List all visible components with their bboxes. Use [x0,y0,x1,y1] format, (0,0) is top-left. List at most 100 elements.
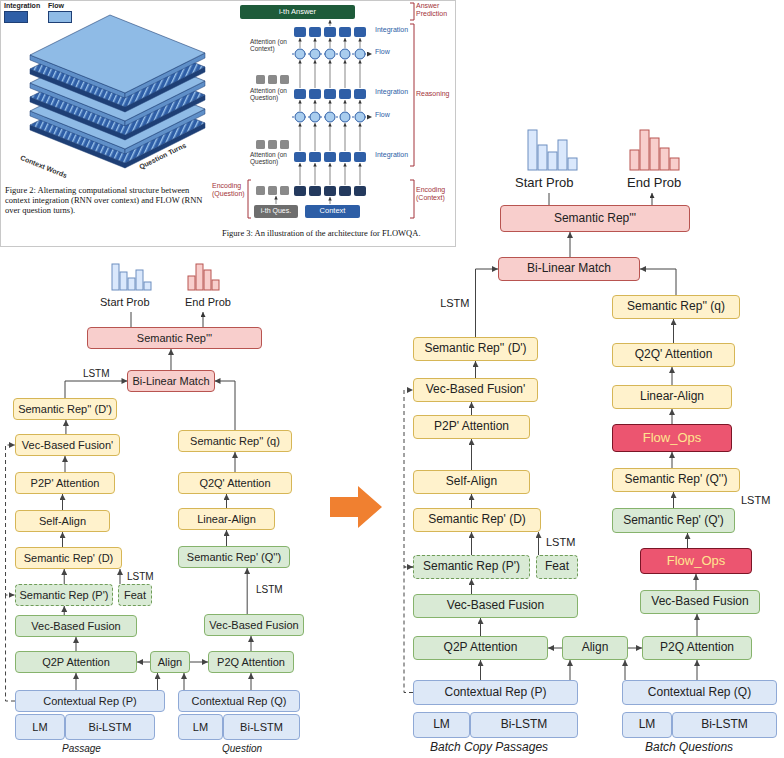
node-text: Bi-Linear Match [527,262,611,276]
node-text: Semantic Rep' (Q') [623,514,724,528]
end-prob-histogram [188,264,219,290]
integration-cell [354,89,366,99]
arrow-connector [120,569,121,584]
arrow-connector [673,492,674,508]
node-text: Semantic Rep' (Q'') [625,473,728,487]
integration-cell [339,89,351,99]
node-text: Align [582,641,609,655]
process-box: Self-Align [413,470,530,494]
flow-layer [30,15,205,93]
layer-arrow [360,163,361,185]
node-text: Vec-Based Fusion' [22,439,113,452]
node-text: Linear-Align [640,390,704,404]
arrow-connector [628,648,642,649]
arrow-connector [247,568,248,614]
arrow-connector [64,606,65,615]
arrow-connector [226,530,227,546]
context-cell [354,186,366,196]
histogram-bar [196,264,203,290]
arrow-connector [697,660,698,680]
arrow-connector [672,452,673,468]
node-text: Semantic Rep (P') [20,589,109,602]
process-box: Semantic Rep'' (D') [413,337,538,361]
node-text: LM [32,721,47,734]
context-cell [309,186,321,196]
histogram-bar [212,280,219,290]
process-box: Bi-LSTM [672,712,777,738]
process-box: Align [562,636,628,660]
histogram-bar [568,158,577,170]
flow-cell [310,49,320,59]
process-box: Align [150,651,190,673]
node-text: P2Q Attention [660,641,734,655]
legend-label: Flow [48,2,64,9]
edge-label: LSTM [81,368,112,379]
text-label: Start Prob [515,176,574,191]
node-text: Bi-LSTM [89,721,132,734]
arrow-connector [672,367,673,385]
histogram-bar [558,140,567,170]
integration-cell [294,89,306,99]
flow-cell [325,112,335,122]
layer-arrow [330,197,331,204]
process-box: Bi-LSTM [65,714,155,740]
question-cell [256,75,265,84]
flow-cell [310,112,320,122]
integration-cell [309,89,321,99]
process-box: Semantic Rep' (Q'') [178,546,290,568]
process-box: Self-Align [15,510,110,532]
process-box: Semantic Rep' (D) [413,508,541,532]
flow-cell [325,49,335,59]
flow-cell [355,49,365,59]
text-label: Reasoning [416,90,454,98]
arrow-connector [570,660,571,680]
node-text: LM [639,718,656,732]
layer-arrow [345,100,346,111]
text-label: Integration [375,88,408,96]
process-box: Vec-Based Fusion [15,615,137,637]
histogram-bar [188,276,195,290]
histogram-bar [670,158,679,170]
layer-arrow [330,100,331,111]
layer-arrow [360,123,361,151]
text-label: Batch Questions [645,741,733,755]
process-box: Semantic Rep' (D) [15,547,122,569]
arrow-connector [6,445,15,595]
node-text: Align [158,656,182,669]
node-text: Self-Align [446,475,497,489]
arrow-connector [62,494,63,510]
node-text: Feat [545,560,569,574]
question-cell [268,75,277,84]
process-box: Vec-Based Fusion [413,594,578,618]
histogram-bar [136,270,143,290]
process-box: P2Q Attention [208,651,294,673]
text-label: Batch Copy Passages [430,741,548,755]
end-prob-histogram [630,130,679,170]
text-label: Flow [375,111,390,119]
layer-arrow [345,163,346,185]
figure-panel [1,1,456,247]
layer-arrow [330,123,331,151]
output-arrow [131,312,203,327]
text-label: Integration [375,151,408,159]
arrow-connector [65,456,66,472]
process-box: Q2Q' Attention [612,343,735,367]
layer-arrow [300,163,301,185]
arrow-connector [471,532,472,555]
arrow-connector [251,673,252,690]
layer-arrow [345,38,346,48]
legend-swatch [4,11,28,23]
text-label: Integration [375,26,408,34]
arrow-connector [235,452,236,472]
text-label: Attention (on Question) [250,151,292,166]
text-label: End Prob [627,176,681,191]
layer-arrow [315,38,316,48]
text-label: Attention (on Question) [250,87,292,102]
arrow-connector [471,439,472,470]
integration-cell [309,152,321,162]
text-label: Figure 3: An illustration of the archite… [222,229,454,239]
arrow-connector [687,533,688,548]
arrow-connector [65,420,66,434]
node-text: P2Q Attention [217,656,285,669]
process-box: Semantic Rep''' [87,327,262,349]
